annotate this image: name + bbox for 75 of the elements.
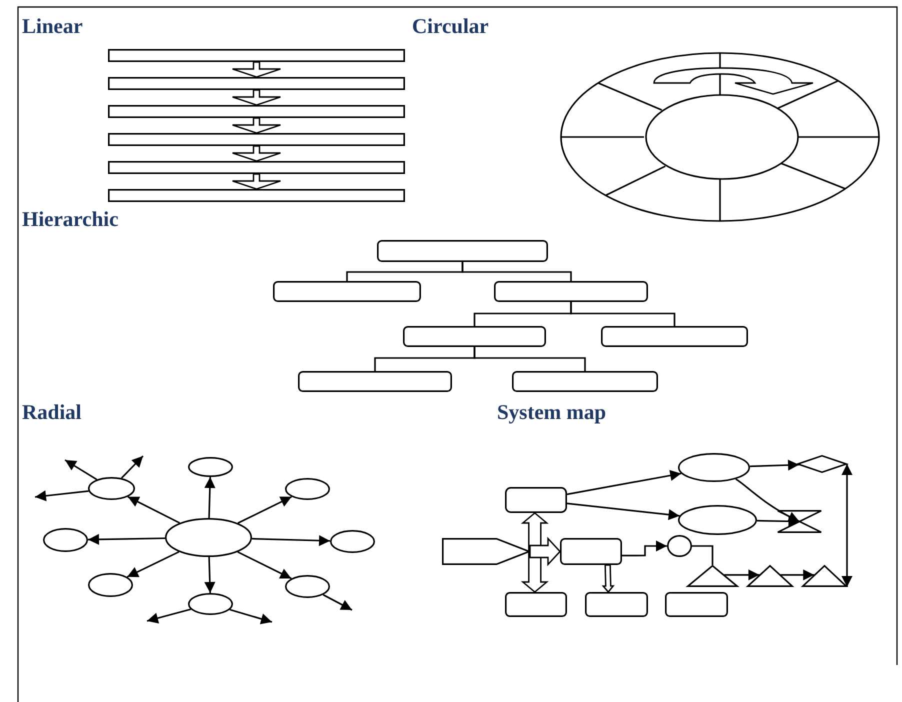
hourglass-symbol	[777, 510, 822, 533]
arrow	[237, 551, 292, 580]
process-box	[403, 326, 546, 347]
process-box	[494, 281, 648, 302]
process-box	[601, 326, 748, 347]
hollow-arrow	[232, 89, 282, 106]
section-heading: Linear	[22, 14, 83, 38]
arrow	[34, 490, 89, 502]
hollow-arrow	[529, 536, 561, 566]
hollow-arrow	[232, 173, 282, 190]
flow-bar	[108, 105, 405, 118]
hollow-arrow	[232, 145, 282, 162]
arrow	[238, 496, 292, 524]
section-heading: Radial	[22, 400, 82, 424]
ellipse-node	[285, 575, 330, 598]
arrow	[735, 478, 800, 522]
hollow-arrow	[602, 564, 615, 594]
ellipse-node	[188, 593, 233, 615]
arrow	[842, 464, 852, 587]
flow-bar	[108, 161, 405, 174]
process-box	[505, 487, 567, 513]
flow-bar	[108, 133, 405, 146]
process-box	[505, 592, 567, 617]
process-box	[298, 371, 452, 392]
process-box	[273, 281, 421, 302]
connector-line	[692, 545, 714, 565]
arrow	[230, 608, 272, 624]
arrow	[750, 460, 800, 471]
arrow	[88, 534, 166, 545]
process-box	[512, 371, 658, 392]
arrow	[756, 516, 800, 527]
arrow	[566, 470, 682, 496]
section-heading: Hierarchic	[22, 207, 118, 231]
process-box	[665, 592, 728, 617]
arrow	[322, 594, 352, 611]
arrow	[622, 540, 667, 556]
process-box	[585, 592, 648, 617]
connector-line	[570, 302, 676, 326]
arrow	[121, 455, 144, 479]
process-box	[560, 538, 622, 565]
hollow-arrow	[232, 117, 282, 134]
arrow	[146, 608, 191, 624]
section-heading: Circular	[412, 14, 489, 38]
process-box	[377, 240, 548, 262]
triangle-node	[687, 565, 738, 587]
arrow	[252, 535, 330, 546]
ellipse-node	[43, 528, 88, 552]
section-heading: System map	[497, 400, 606, 424]
ellipse-node	[88, 573, 133, 597]
arrow	[780, 569, 814, 580]
ellipse-node	[88, 477, 135, 500]
ellipse-node	[678, 453, 750, 482]
connector-line	[474, 347, 586, 371]
arrow	[724, 569, 760, 580]
flow-bar	[108, 77, 405, 90]
flow-bar	[108, 49, 405, 62]
flow-bar	[108, 189, 405, 202]
arrow	[64, 459, 98, 480]
ellipse-node	[330, 530, 375, 553]
arrow	[204, 476, 216, 518]
decision-diamond	[797, 455, 847, 473]
arrow	[566, 502, 680, 520]
arrow	[204, 556, 216, 594]
ellipse-node	[188, 457, 233, 477]
pentagon-arrow-shape	[442, 538, 530, 565]
triangle-node	[802, 565, 847, 587]
connector-line	[462, 262, 572, 281]
arrow	[128, 496, 180, 524]
triangle-node	[747, 565, 793, 587]
hollow-arrow	[232, 61, 282, 78]
ellipse-node	[165, 518, 252, 557]
ellipse-node	[678, 505, 757, 535]
ellipse-node	[285, 478, 330, 500]
circle-node	[667, 535, 692, 557]
arrow	[126, 551, 180, 578]
